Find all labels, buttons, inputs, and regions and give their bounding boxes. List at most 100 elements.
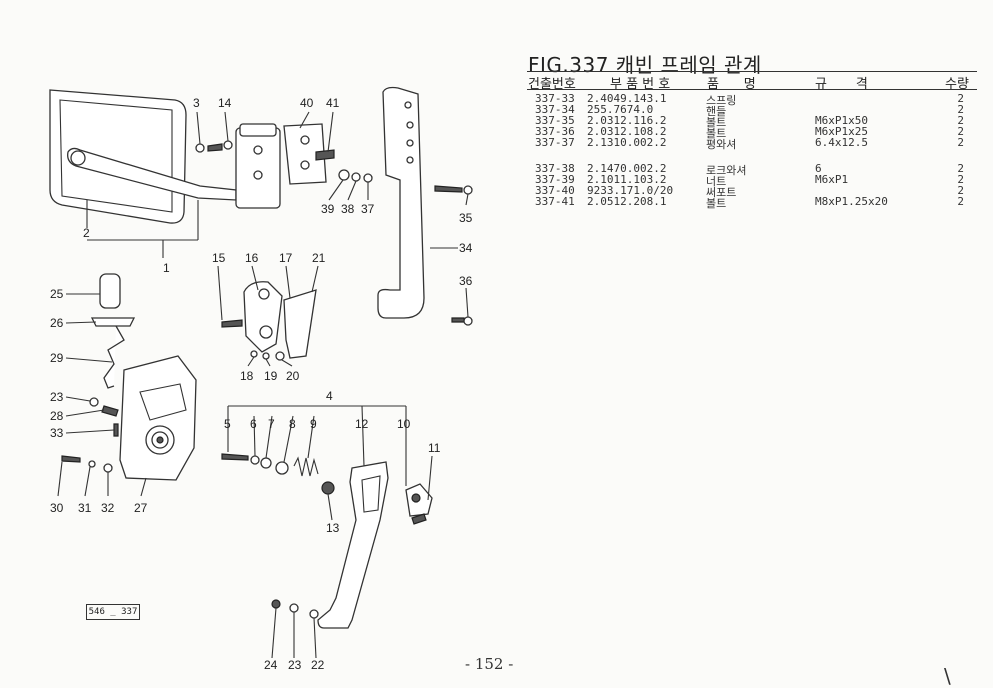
callout-10: 10 xyxy=(397,417,411,431)
cell-ref: 337-41 xyxy=(535,195,575,208)
lock-plate xyxy=(243,281,317,359)
handle-assembly xyxy=(90,273,136,389)
cell-qty: 2 xyxy=(957,173,964,186)
column-header-part-number: 부 품 번 호 xyxy=(610,77,671,92)
callout-36: 36 xyxy=(459,274,473,288)
callout-1: 1 xyxy=(163,261,170,275)
cell-ref: 337-38 xyxy=(535,162,575,175)
callout-18-21: 21 xyxy=(312,251,326,265)
cell-ref: 337-34 xyxy=(535,103,575,116)
callout-4: 4 xyxy=(326,389,333,403)
cell-name: 너트 xyxy=(706,175,727,188)
cell-name: 볼트 xyxy=(706,116,727,129)
leader-lines xyxy=(57,111,469,659)
callout-7: 7 xyxy=(268,417,275,431)
cell-qty: 2 xyxy=(957,136,964,149)
callout-32: 32 xyxy=(101,501,115,515)
cell-spec: M6xP1x50 xyxy=(815,114,868,127)
column-header-ref: 건출번호 xyxy=(528,77,576,92)
support-arm xyxy=(377,86,425,319)
callout-26: 26 xyxy=(50,316,64,330)
callout-6: 6 xyxy=(250,417,257,431)
cell-name: 볼트 xyxy=(706,197,727,210)
cell-part: 2.0312.108.2 xyxy=(587,125,667,138)
callout-2: 2 xyxy=(83,226,90,240)
cell-ref: 337-36 xyxy=(535,125,575,138)
parts-diagram: 1 2 3 4 5 6 7 8 9 10 11 12 13 14 15 16 1… xyxy=(49,86,473,672)
cell-qty: 2 xyxy=(957,184,964,197)
cell-part: 2.4049.143.1 xyxy=(587,92,667,105)
cell-part: 2.1011.103.2 xyxy=(587,173,667,186)
callout-37: 37 xyxy=(361,202,375,216)
callout-38: 38 xyxy=(341,202,355,216)
cell-spec: M8xP1.25x20 xyxy=(815,195,888,208)
cell-spec: M6xP1 xyxy=(815,173,849,186)
callout-28: 28 xyxy=(50,409,64,423)
callout-27: 27 xyxy=(134,501,148,515)
callout-40: 40 xyxy=(300,96,314,110)
callout-33: 33 xyxy=(50,426,64,440)
cell-ref: 337-35 xyxy=(535,114,575,127)
callout-5: 5 xyxy=(224,417,231,431)
cell-qty: 2 xyxy=(957,103,964,116)
cell-name: 핸들 xyxy=(706,105,727,118)
hinge-block xyxy=(235,123,335,209)
mirror-frame xyxy=(49,89,237,224)
handle-lever xyxy=(317,461,389,629)
cell-part: 2.0512.208.1 xyxy=(587,195,667,208)
cell-name: 볼트 xyxy=(706,127,727,140)
cell-spec: 6.4x12.5 xyxy=(815,136,868,149)
column-header-qty: 수량 xyxy=(945,77,969,92)
callout-14: 14 xyxy=(218,96,232,110)
cell-spec: 6 xyxy=(815,162,822,175)
callout-25: 25 xyxy=(50,287,64,301)
cell-part: 255.7674.0 xyxy=(587,103,654,116)
callout-39: 39 xyxy=(321,202,335,216)
callout-23-left: 23 xyxy=(50,390,64,404)
callout-12: 12 xyxy=(355,417,369,431)
cell-part: 2.1470.002.2 xyxy=(587,162,667,175)
callout-3: 3 xyxy=(193,96,200,110)
cell-part: 2.0312.116.2 xyxy=(587,114,667,127)
cell-qty: 2 xyxy=(957,125,964,138)
callout-34: 34 xyxy=(459,241,473,255)
lock-body xyxy=(119,355,197,481)
callout-8: 8 xyxy=(289,417,296,431)
reference-code-box: 546 _ 337 xyxy=(86,604,140,620)
callout-16: 16 xyxy=(245,251,259,265)
cell-name: 써포트 xyxy=(706,186,737,199)
callout-15: 15 xyxy=(212,251,226,265)
cell-part: 2.1310.002.2 xyxy=(587,136,667,149)
callout-19: 19 xyxy=(264,369,278,383)
callout-31: 31 xyxy=(78,501,92,515)
callout-35: 35 xyxy=(459,211,473,225)
title-underline xyxy=(527,71,977,72)
cell-qty: 2 xyxy=(957,114,964,127)
cell-part: 9233.171.0/20 xyxy=(587,184,674,197)
callout-22: 22 xyxy=(311,658,325,672)
cell-spec: M6xP1x25 xyxy=(815,125,868,138)
cell-qty: 2 xyxy=(957,92,964,105)
callout-11: 11 xyxy=(428,441,441,455)
callout-20: 20 xyxy=(286,369,300,383)
column-header-name: 품 명 xyxy=(707,77,756,92)
callout-13: 13 xyxy=(326,521,340,535)
cell-qty: 2 xyxy=(957,195,964,208)
column-header-spec: 규 격 xyxy=(815,77,868,92)
callout-17: 17 xyxy=(279,251,293,265)
header-rule xyxy=(527,89,977,90)
callout-24: 24 xyxy=(264,658,278,672)
page-number: - 152 - xyxy=(465,655,514,673)
cell-ref: 337-40 xyxy=(535,184,575,197)
cell-name: 평와셔 xyxy=(706,138,737,151)
callout-9: 9 xyxy=(310,417,317,431)
cell-ref: 337-37 xyxy=(535,136,575,149)
callout-23-bottom: 23 xyxy=(288,658,302,672)
callout-30: 30 xyxy=(50,501,64,515)
figure-title: FIG.337 캐빈 프레임 관계 xyxy=(528,53,762,77)
cell-qty: 2 xyxy=(957,162,964,175)
cell-ref: 337-39 xyxy=(535,173,575,186)
callout-41: 41 xyxy=(326,96,340,110)
corner-mark: \ xyxy=(944,664,951,688)
cell-ref: 337-33 xyxy=(535,92,575,105)
